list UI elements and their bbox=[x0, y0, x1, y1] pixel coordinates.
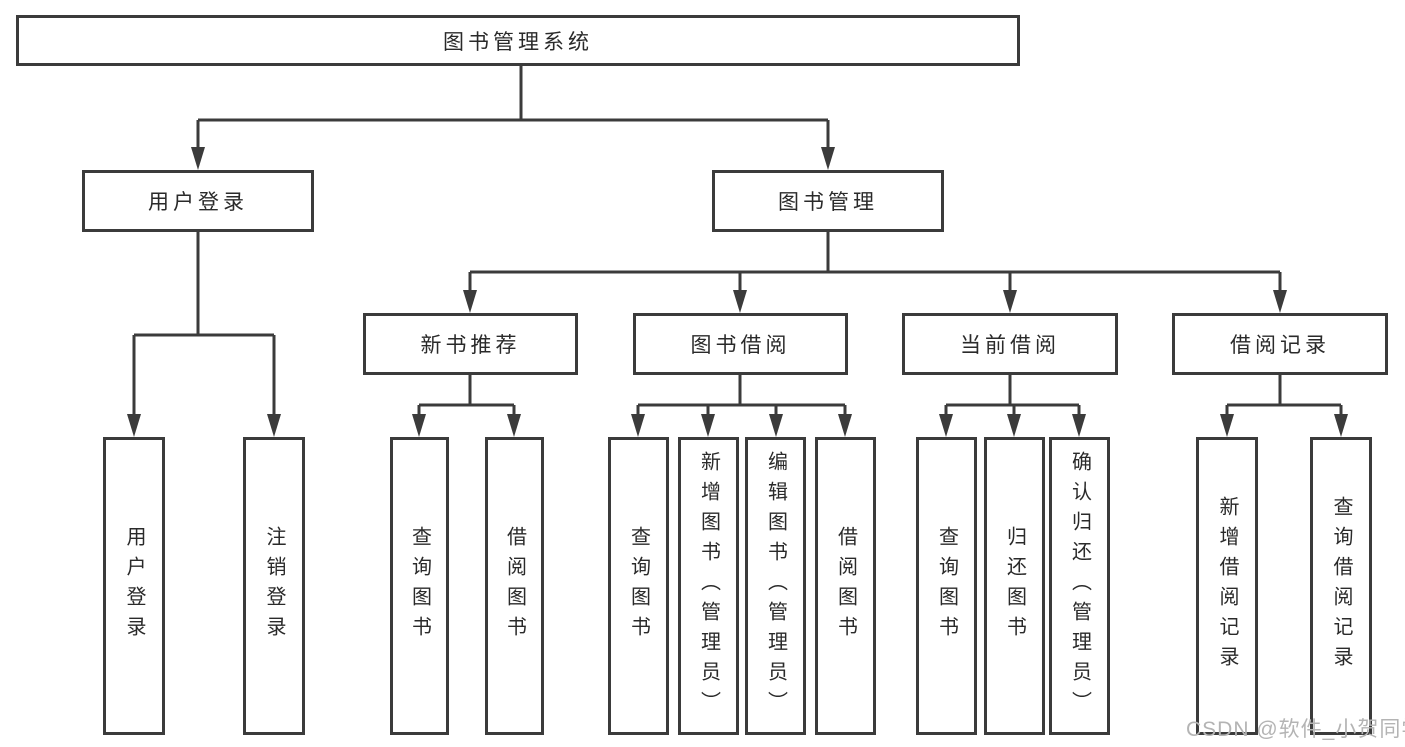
leaf-bb-borrow-books: 借阅图书 bbox=[815, 437, 876, 735]
leaf-cb-return-books: 归还图书 bbox=[984, 437, 1045, 735]
node-user-login: 用户登录 bbox=[82, 170, 314, 232]
connector-borrowing-records-to-leaves bbox=[1220, 375, 1348, 437]
node-label: 新增图书（管理员） bbox=[697, 451, 720, 721]
node-label: 借阅图书 bbox=[834, 526, 857, 646]
connector-current-borrowing-to-leaves bbox=[939, 375, 1086, 437]
node-label: 图书管理系统 bbox=[443, 30, 593, 54]
leaf-nbr-borrow-books: 借阅图书 bbox=[485, 437, 544, 735]
node-label: 图书借阅 bbox=[690, 334, 791, 357]
node-borrowing-records: 借阅记录 bbox=[1172, 313, 1388, 375]
node-book-borrowing: 图书借阅 bbox=[633, 313, 848, 375]
connector-book-borrowing-to-leaves bbox=[631, 375, 852, 437]
leaf-bb-edit-books-admin: 编辑图书（管理员） bbox=[745, 437, 806, 735]
node-label: 图书管理 bbox=[778, 191, 878, 214]
leaf-user-login: 用户登录 bbox=[103, 437, 165, 735]
node-label: 注销登录 bbox=[263, 526, 285, 646]
leaf-bb-query-books: 查询图书 bbox=[608, 437, 669, 735]
node-label: 查询图书 bbox=[408, 526, 431, 646]
connector-root-to-level2 bbox=[191, 66, 835, 170]
node-label: 查询借阅记录 bbox=[1330, 496, 1352, 676]
leaf-br-query-borrow-record: 查询借阅记录 bbox=[1310, 437, 1372, 735]
leaf-br-add-borrow-record: 新增借阅记录 bbox=[1196, 437, 1258, 735]
node-label: 查询图书 bbox=[627, 526, 650, 646]
node-current-borrowing: 当前借阅 bbox=[902, 313, 1118, 375]
csdn-watermark: CSDN @软件_小贺同学 bbox=[1186, 718, 1405, 741]
node-label: 编辑图书（管理员） bbox=[764, 451, 787, 721]
leaf-cb-query-books: 查询图书 bbox=[916, 437, 977, 735]
connector-book-management-to-level3 bbox=[463, 232, 1287, 313]
connector-new-book-recommendation-to-leaves bbox=[412, 375, 521, 437]
node-label: 归还图书 bbox=[1003, 526, 1026, 646]
node-library-management-system: 图书管理系统 bbox=[16, 15, 1020, 66]
node-label: 确认归还（管理员） bbox=[1068, 451, 1091, 721]
node-label: 借阅记录 bbox=[1230, 334, 1330, 357]
node-label: 当前借阅 bbox=[960, 334, 1060, 357]
node-label: 用户登录 bbox=[148, 191, 248, 214]
node-label: 用户登录 bbox=[123, 526, 145, 646]
node-new-book-recommendation: 新书推荐 bbox=[363, 313, 578, 375]
leaf-logout-login: 注销登录 bbox=[243, 437, 305, 735]
node-label: 查询图书 bbox=[935, 526, 958, 646]
node-book-management: 图书管理 bbox=[712, 170, 944, 232]
node-label: 新书推荐 bbox=[420, 334, 521, 357]
leaf-bb-add-books-admin: 新增图书（管理员） bbox=[678, 437, 739, 735]
leaf-cb-confirm-return-admin: 确认归还（管理员） bbox=[1049, 437, 1110, 735]
node-label: 新增借阅记录 bbox=[1216, 496, 1238, 676]
leaf-nbr-query-books: 查询图书 bbox=[390, 437, 449, 735]
node-label: 借阅图书 bbox=[503, 526, 526, 646]
connector-user-login-to-leaves bbox=[127, 232, 281, 437]
